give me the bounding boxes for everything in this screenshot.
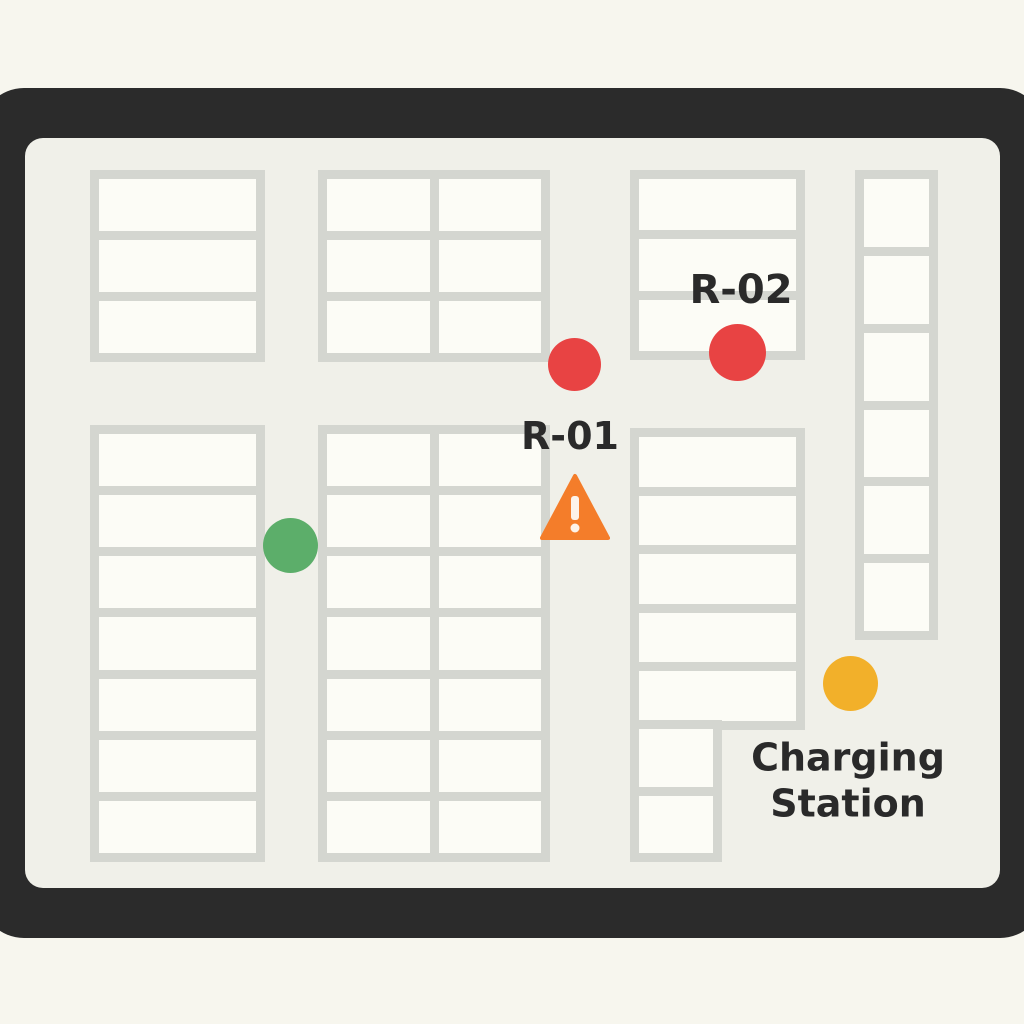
shelf-slot (99, 617, 256, 670)
shelf-slot (438, 301, 541, 353)
shelf-slot (438, 739, 541, 792)
shelf-slot (639, 671, 796, 721)
shelf-slot (639, 495, 796, 546)
shelf-slot (438, 556, 541, 609)
shelf-slot (99, 301, 256, 353)
shelf-slot (864, 255, 929, 324)
robot-r01-label: R-01 (521, 414, 619, 459)
warning-icon[interactable] (540, 472, 610, 542)
shelf-slot (864, 486, 929, 555)
shelf-block[interactable] (630, 720, 722, 862)
shelf-slot (639, 179, 796, 231)
shelf-block[interactable] (855, 170, 938, 640)
shelf-slot (327, 617, 430, 670)
shelf-slot (864, 179, 929, 247)
shelf-slot (438, 617, 541, 670)
shelf-slot (99, 240, 256, 292)
shelf-slot (327, 434, 430, 487)
shelf-slot (327, 739, 430, 792)
shelf-slot (99, 678, 256, 731)
robot-active-marker[interactable] (263, 518, 318, 573)
shelf-slot (327, 179, 430, 231)
shelf-slot (639, 437, 796, 487)
shelf-slot (639, 554, 796, 604)
shelf-slot (438, 179, 541, 231)
shelf-block[interactable] (318, 170, 550, 362)
shelf-slot (99, 434, 256, 487)
shelf-slot (99, 800, 256, 853)
shelf-block[interactable] (90, 425, 265, 862)
shelf-slot (327, 800, 430, 853)
shelf-slot (99, 556, 256, 609)
shelf-slot (327, 240, 430, 292)
robot-r01-marker[interactable] (548, 338, 601, 391)
shelf-slot (438, 800, 541, 853)
shelf-slot (327, 678, 430, 731)
shelf-slot (438, 495, 541, 548)
shelf-block[interactable] (630, 170, 805, 360)
shelf-slot (99, 739, 256, 792)
shelf-slot (639, 729, 713, 787)
shelf-slot (438, 240, 541, 292)
shelf-slot (864, 563, 929, 631)
shelf-block[interactable] (630, 428, 805, 730)
charging-station-label: Charging Station (751, 735, 945, 825)
shelf-slot (99, 179, 256, 231)
shelf-slot (864, 332, 929, 401)
shelf-block[interactable] (90, 170, 265, 362)
shelf-slot (639, 239, 796, 291)
shelf-slot (438, 678, 541, 731)
shelf-slot (327, 495, 430, 548)
shelf-slot (327, 301, 430, 353)
shelf-slot (99, 495, 256, 548)
shelf-block[interactable] (318, 425, 550, 862)
robot-r02-marker[interactable] (709, 324, 766, 381)
shelf-slot (864, 409, 929, 478)
shelf-slot (327, 556, 430, 609)
shelf-slot (639, 795, 713, 853)
shelf-slot (438, 434, 541, 487)
charging-station-marker[interactable] (823, 656, 878, 711)
shelf-slot (639, 612, 796, 663)
robot-r02-label: R-02 (689, 267, 793, 313)
